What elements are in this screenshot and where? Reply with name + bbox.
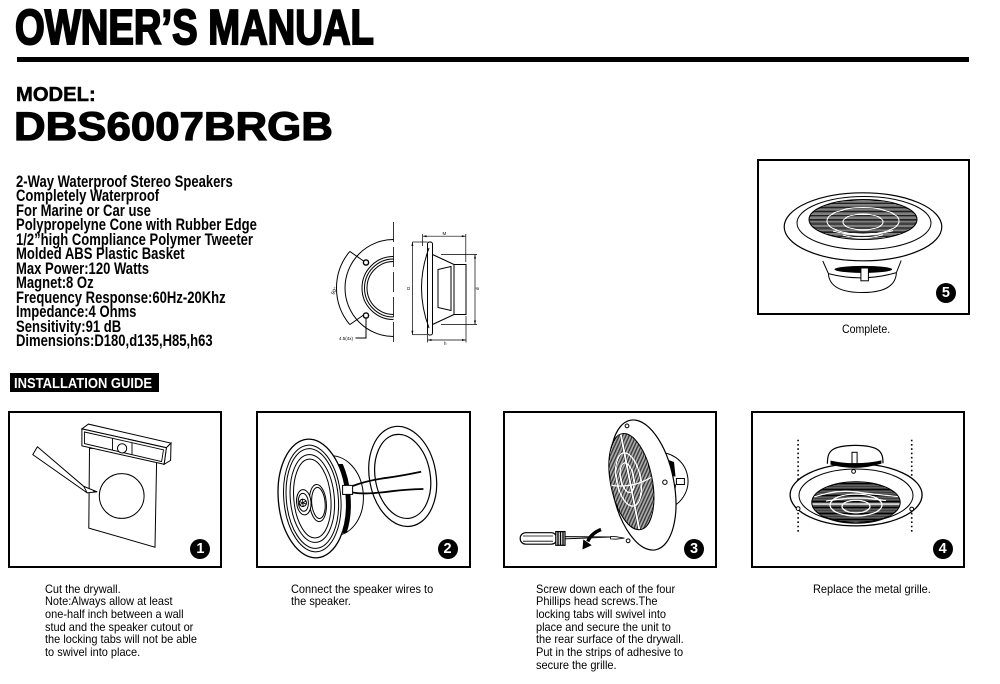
svg-text:D: D bbox=[406, 286, 411, 290]
svg-text:4.5(4x): 4.5(4x) bbox=[339, 336, 354, 341]
svg-text:h: h bbox=[444, 341, 447, 346]
svg-text:d: d bbox=[475, 287, 480, 290]
svg-text:90°: 90° bbox=[330, 286, 339, 295]
svg-text:M: M bbox=[443, 231, 447, 236]
